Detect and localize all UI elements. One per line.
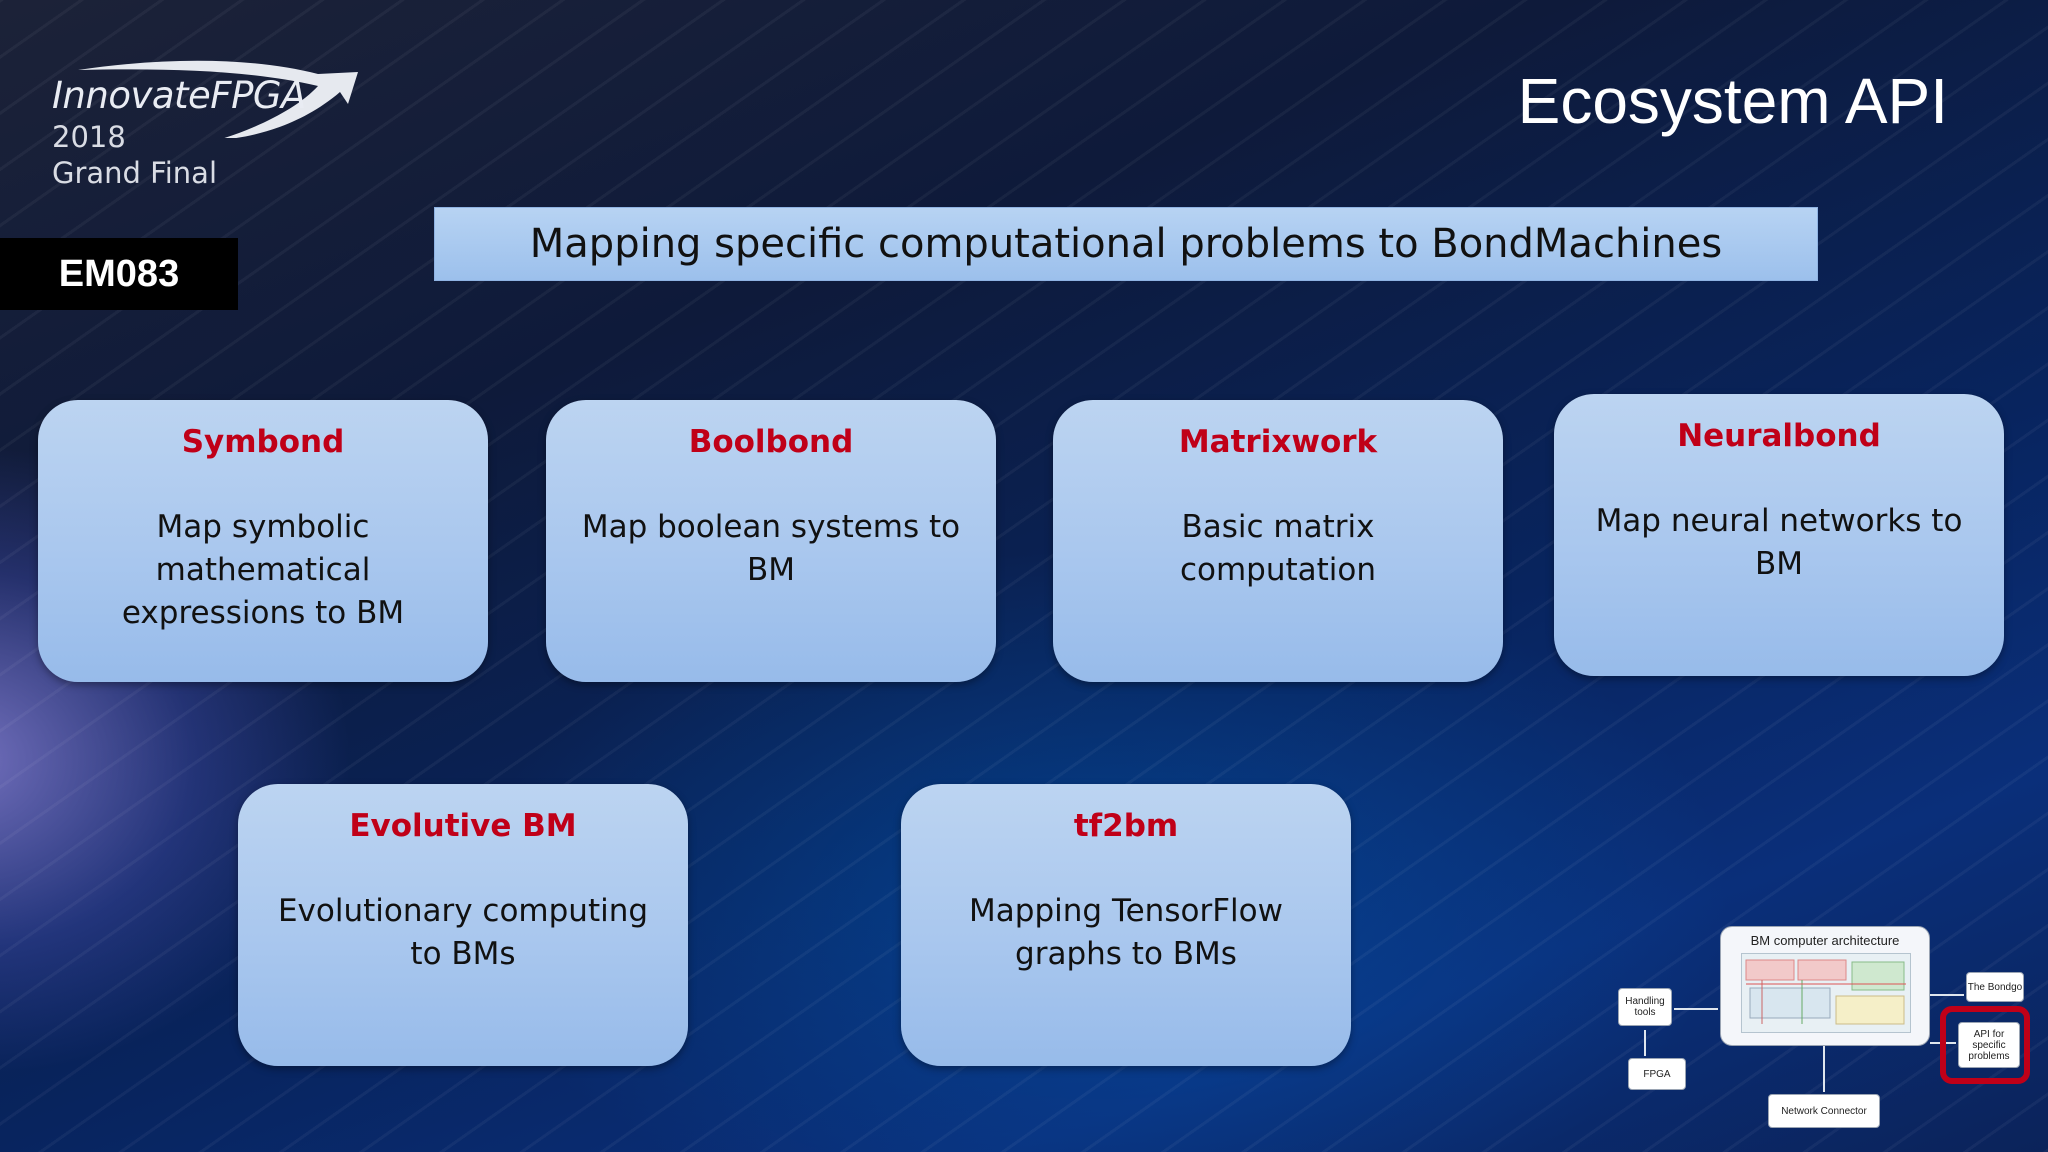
project-code-badge: EM083 <box>0 238 238 310</box>
card-boolbond: Boolbond Map boolean systems to BM <box>546 400 996 682</box>
arrow-bondgo-to-bm <box>1930 994 1964 996</box>
logo-subtitle: Grand Final <box>52 156 218 190</box>
architecture-thumbnail: BM computer architecture Handling tools … <box>1600 918 2040 1138</box>
innovatefpga-logo: InnovateFPGA 2018 Grand Final <box>48 58 388 198</box>
card-description: Map boolean systems to BM <box>581 509 961 588</box>
card-tf2bm: tf2bm Mapping TensorFlow graphs to BMs <box>901 784 1351 1066</box>
subtitle-banner: Mapping specific computational problems … <box>434 207 1818 281</box>
card-description: Map neural networks to BM <box>1595 503 1963 582</box>
api-highlight-frame <box>1940 1006 2030 1084</box>
card-description: Evolutionary computing to BMs <box>277 893 649 972</box>
card-title: tf2bm <box>1073 808 1179 844</box>
page-title: Ecosystem API <box>1517 65 1948 137</box>
card-title: Boolbond <box>688 424 854 460</box>
card-description: Basic matrix computation <box>1179 509 1377 588</box>
network-connector-box: Network Connector <box>1768 1094 1880 1128</box>
bm-architecture-label: BM computer architecture <box>1750 933 1900 948</box>
logo-swoosh-icon <box>78 60 358 138</box>
card-title: Evolutive BM <box>349 808 577 844</box>
arrow-bm-to-network <box>1823 1046 1825 1092</box>
bm-architecture-box: BM computer architecture <box>1720 926 1930 1046</box>
handling-tools-box: Handling tools <box>1618 988 1672 1026</box>
fpga-box: FPGA <box>1628 1058 1686 1090</box>
api-box: API for specific problems <box>1958 1022 2020 1068</box>
arrow-tools-to-bm <box>1674 1008 1718 1010</box>
arrow-tools-to-fpga <box>1644 1030 1646 1056</box>
card-neuralbond: Neuralbond Map neural networks to BM <box>1554 394 2004 676</box>
schematic-icon <box>1745 959 1906 1025</box>
card-matrixwork: Matrixwork Basic matrix computation <box>1053 400 1503 682</box>
card-evolutive-bm: Evolutive BM Evolutionary computing to B… <box>238 784 688 1066</box>
logo-brand-text: InnovateFPGA <box>52 74 306 117</box>
card-title: Symbond <box>181 424 345 460</box>
card-description: Mapping TensorFlow graphs to BMs <box>969 893 1283 972</box>
bm-architecture-schematic <box>1741 953 1911 1033</box>
card-title: Matrixwork <box>1178 424 1378 460</box>
bondgo-box: The Bondgo <box>1966 972 2024 1002</box>
card-title: Neuralbond <box>1677 418 1881 454</box>
card-description: Map symbolic mathematical expressions to… <box>121 509 405 631</box>
card-symbond: Symbond Map symbolic mathematical expres… <box>38 400 488 682</box>
logo-year: 2018 <box>52 120 126 154</box>
